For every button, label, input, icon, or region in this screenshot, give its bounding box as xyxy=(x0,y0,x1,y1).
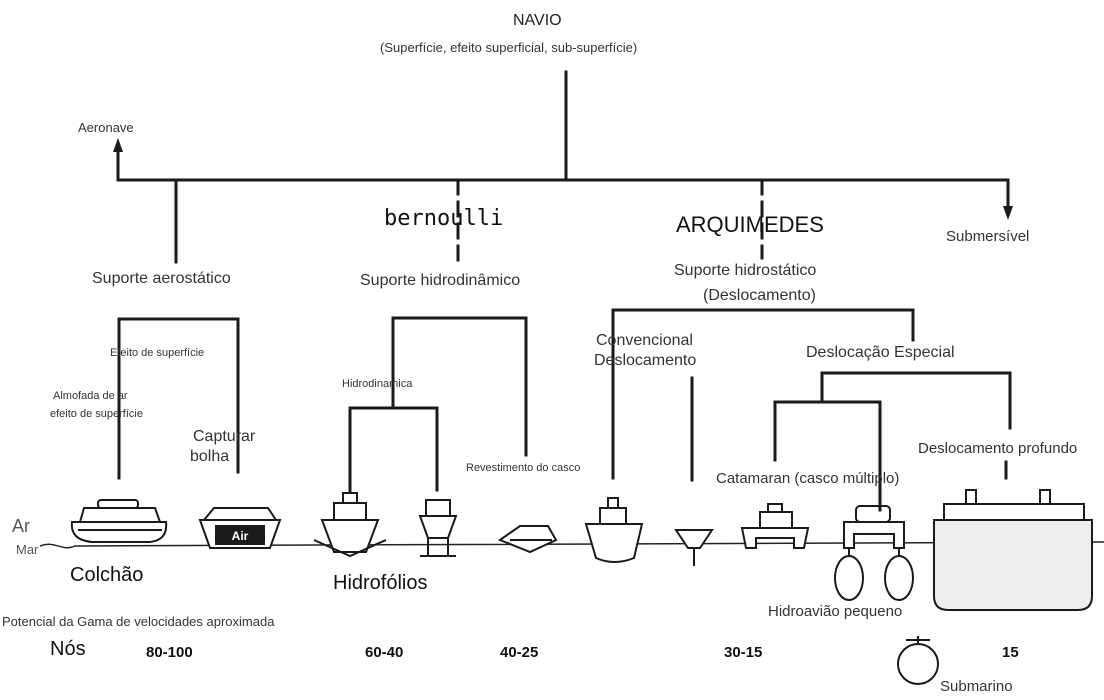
keel-boat-icon xyxy=(674,529,714,566)
air-box-label: Air xyxy=(232,529,249,543)
diagram-title: NAVIO xyxy=(513,12,562,29)
speed-value-1: 80-100 xyxy=(146,644,193,661)
hydrostatic-sublabel: (Deslocamento) xyxy=(703,287,816,304)
aeronave-label: Aeronave xyxy=(78,120,134,135)
diagram-subtitle: (Superfície, efeito superficial, sub-sup… xyxy=(380,40,638,55)
convencional-label-1: Convencional xyxy=(596,332,693,349)
mar-label: Mar xyxy=(16,542,39,557)
revestimento-label: Revestimento do casco xyxy=(466,462,581,474)
profundo-label: Deslocamento profundo xyxy=(918,440,1078,457)
almofada-label-1: Almofada de ar xyxy=(53,390,128,402)
almofada-label-2: efeito de superfície xyxy=(50,408,143,420)
efeito-label: Efeito de superfície xyxy=(110,347,205,359)
air-bubble-vessel-icon xyxy=(198,507,282,549)
bernoulli-label: bernoulli xyxy=(384,206,504,231)
conventional-ship-icon xyxy=(584,497,644,563)
hidrofolios-label: Hidrofólios xyxy=(333,572,428,594)
planing-hull-icon xyxy=(497,525,558,554)
colchao-label: Colchão xyxy=(70,564,144,586)
hidrodinamica-label: Hidrodinamica xyxy=(342,378,413,390)
speed-value-4: 30-15 xyxy=(724,644,763,661)
water-line xyxy=(39,541,1104,549)
aeronave-arrowhead xyxy=(113,138,123,152)
convencional-label-2: Deslocamento xyxy=(594,352,697,369)
arquimedes-label: ARQUIMEDES xyxy=(676,212,824,237)
submarino-label: Submarino xyxy=(940,678,1013,695)
catamaran-label: Catamaran (casco múltiplo) xyxy=(716,470,900,487)
hidroaviao-label: Hidroavião pequeno xyxy=(768,603,903,620)
hydrofoil-2-icon xyxy=(418,499,458,557)
capturar-label-1: Capturar xyxy=(193,428,256,445)
speed-value-5: 15 xyxy=(1002,644,1019,661)
submarine-icon xyxy=(897,636,939,685)
speed-value-2: 60-40 xyxy=(365,644,404,661)
ar-label: Ar xyxy=(12,516,30,536)
aerostatic-label: Suporte aerostático xyxy=(92,270,231,287)
catamaran-icon xyxy=(740,503,810,549)
hydrostatic-label: Suporte hidrostático xyxy=(674,262,817,279)
submersivel-label: Submersível xyxy=(946,228,1030,245)
deep-displacement-vessel-icon xyxy=(933,489,1093,611)
submersivel-arrowhead xyxy=(1003,206,1013,220)
hydrodynamic-label: Suporte hidrodinâmico xyxy=(360,272,521,289)
especial-label: Deslocação Especial xyxy=(806,344,955,361)
hovercraft-icon xyxy=(70,499,168,543)
hydrofoil-1-icon xyxy=(313,492,387,558)
capturar-label-2: bolha xyxy=(190,448,230,465)
speed-unit: Nós xyxy=(50,638,86,660)
swath-icon xyxy=(834,505,914,601)
speed-value-3: 40-25 xyxy=(500,644,539,661)
speed-caption: Potencial da Gama de velocidades aproxim… xyxy=(2,614,275,629)
